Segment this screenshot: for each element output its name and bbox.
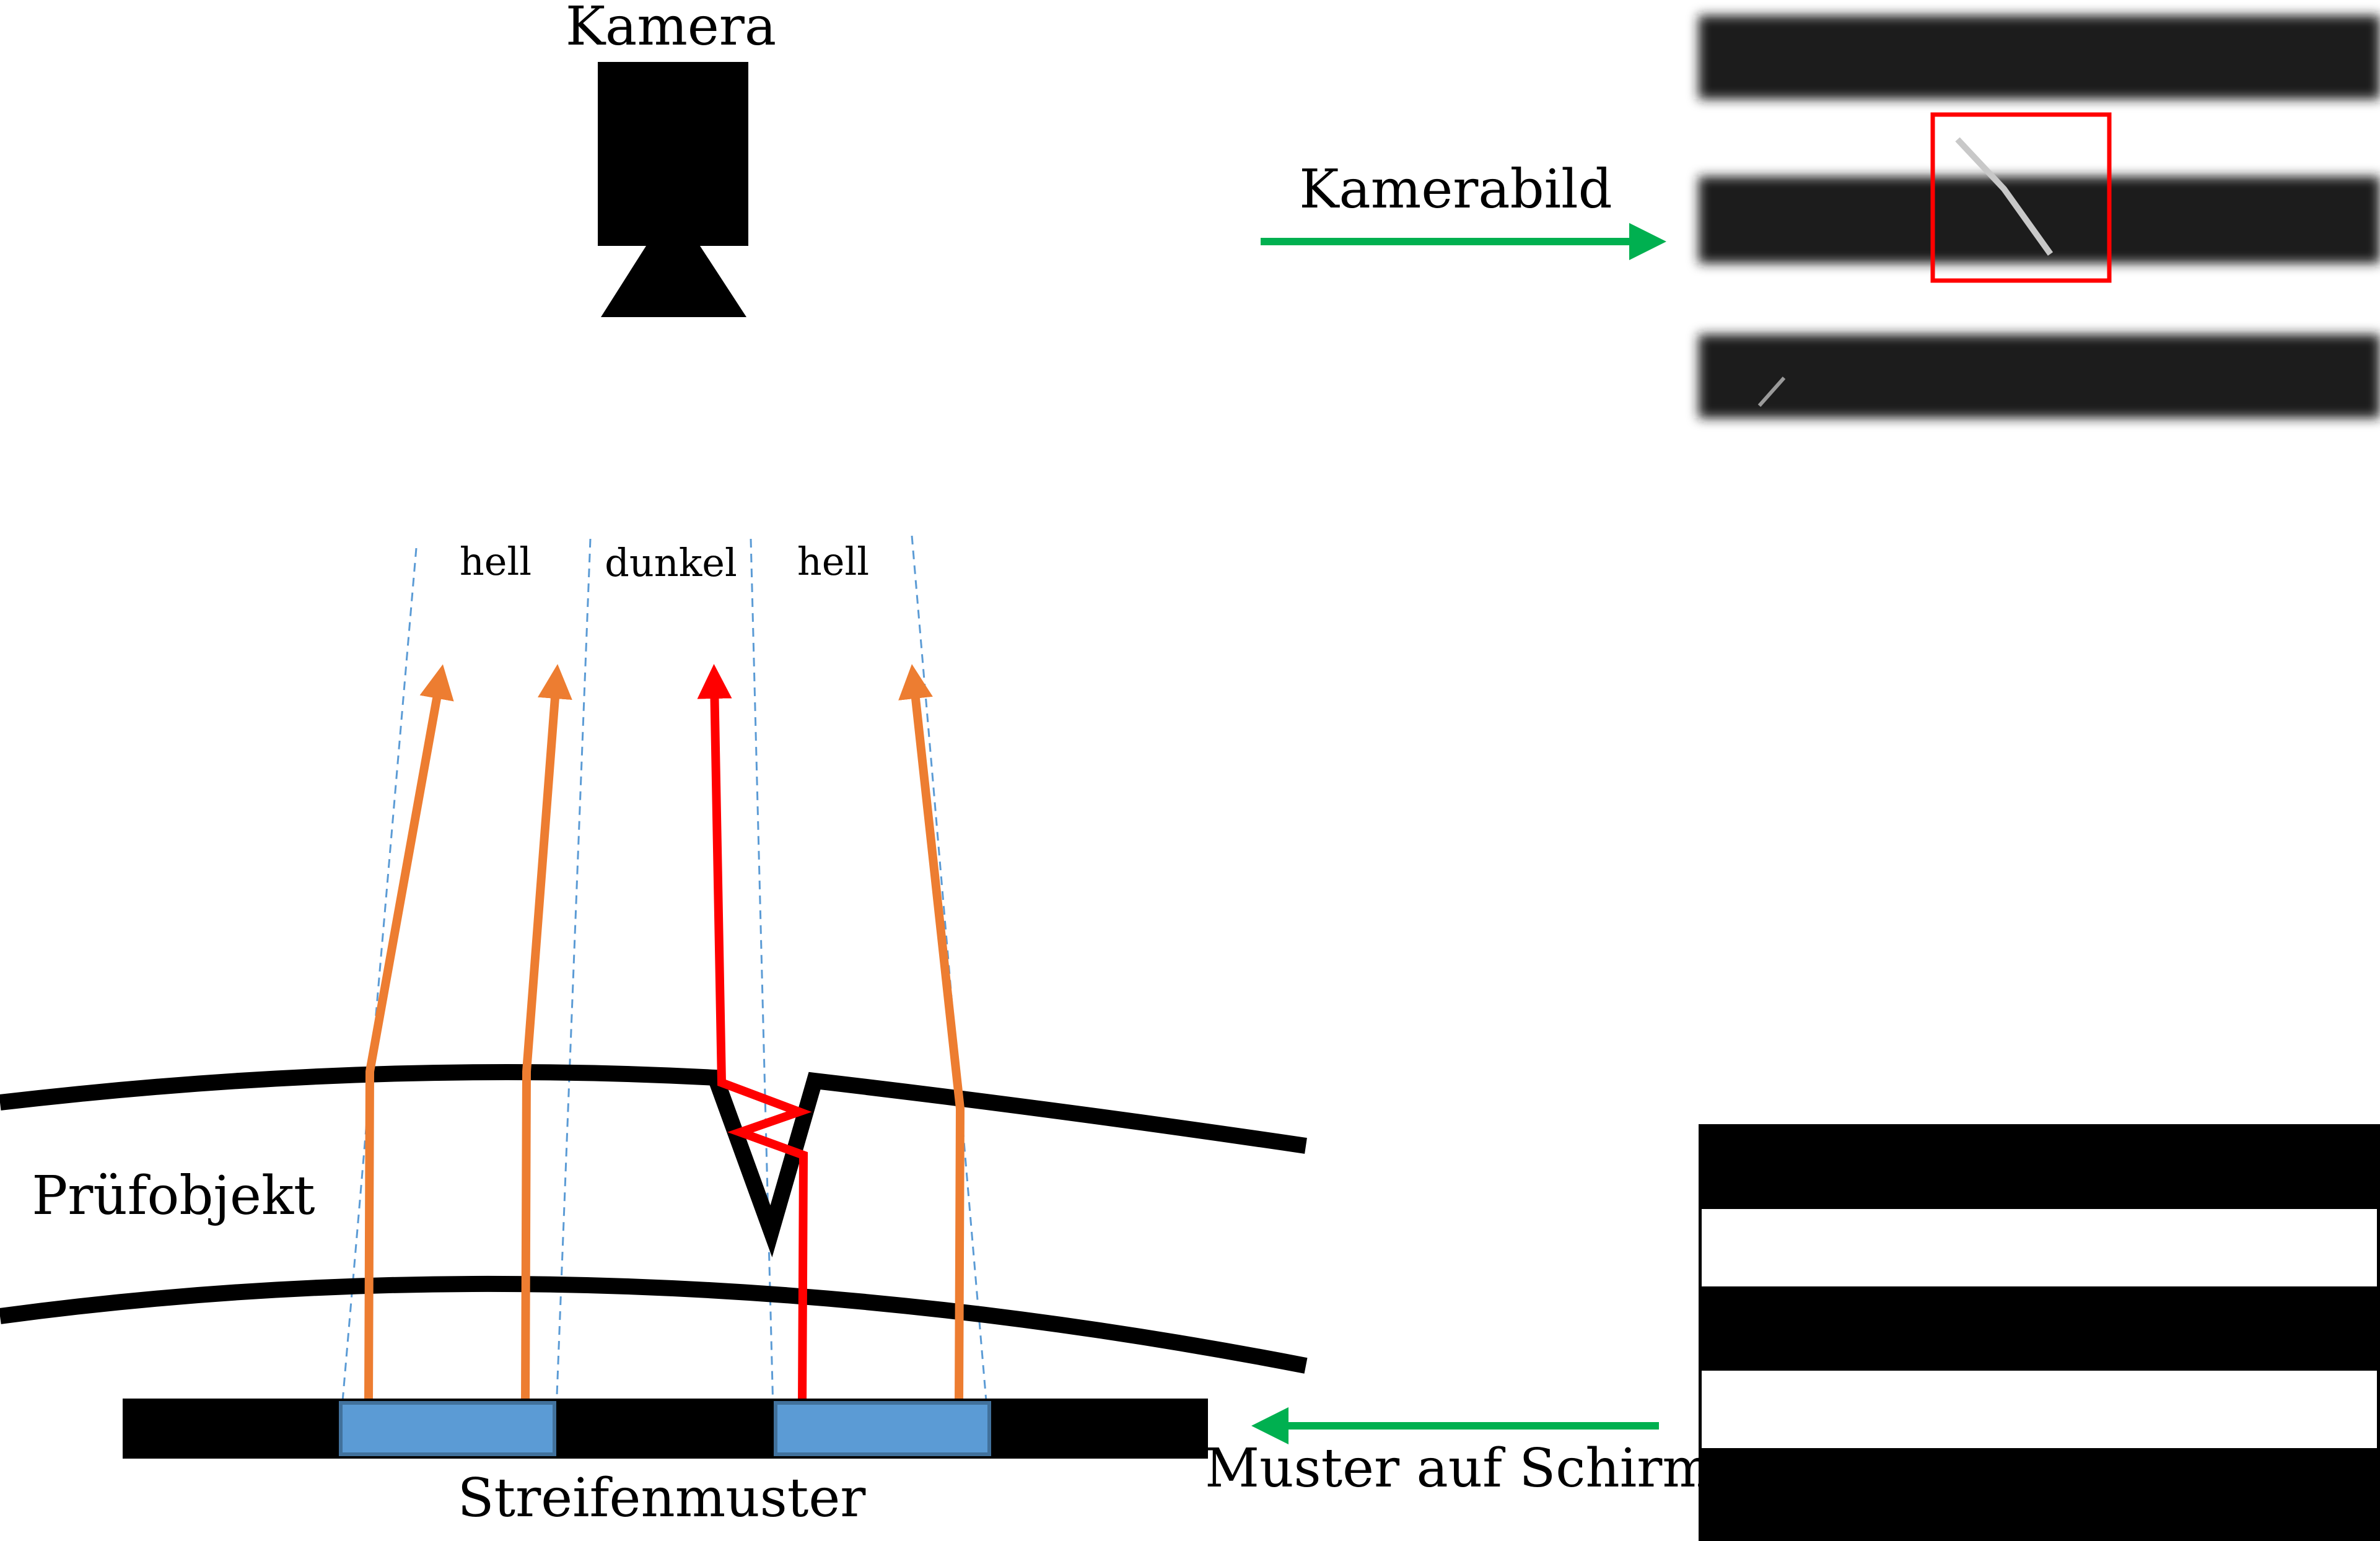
test-object-label: Prüfobjekt <box>32 1165 315 1227</box>
screen-pattern <box>1699 1124 2380 1541</box>
stripe-pattern-bar <box>123 1399 1208 1459</box>
light-ray-defect <box>697 664 812 1403</box>
camera-image <box>1699 6 2380 434</box>
stripe-pattern-label: Streifenmuster <box>458 1467 867 1529</box>
zone-label-bright-right: hell <box>797 539 869 584</box>
test-object <box>0 1064 1308 1374</box>
zone-label-dark: dunkel <box>605 540 737 585</box>
camera-label: Kamera <box>566 0 776 58</box>
screen-pattern-label: Muster auf Schirm <box>1205 1438 1713 1500</box>
defect-highlight-box <box>1930 112 2112 283</box>
light-rays-normal <box>364 664 965 1403</box>
zone-boundaries <box>336 535 992 1459</box>
camera-icon <box>598 62 748 317</box>
camera-image-label: Kamerabild <box>1299 159 1612 220</box>
zone-label-bright-left: hell <box>460 539 532 584</box>
